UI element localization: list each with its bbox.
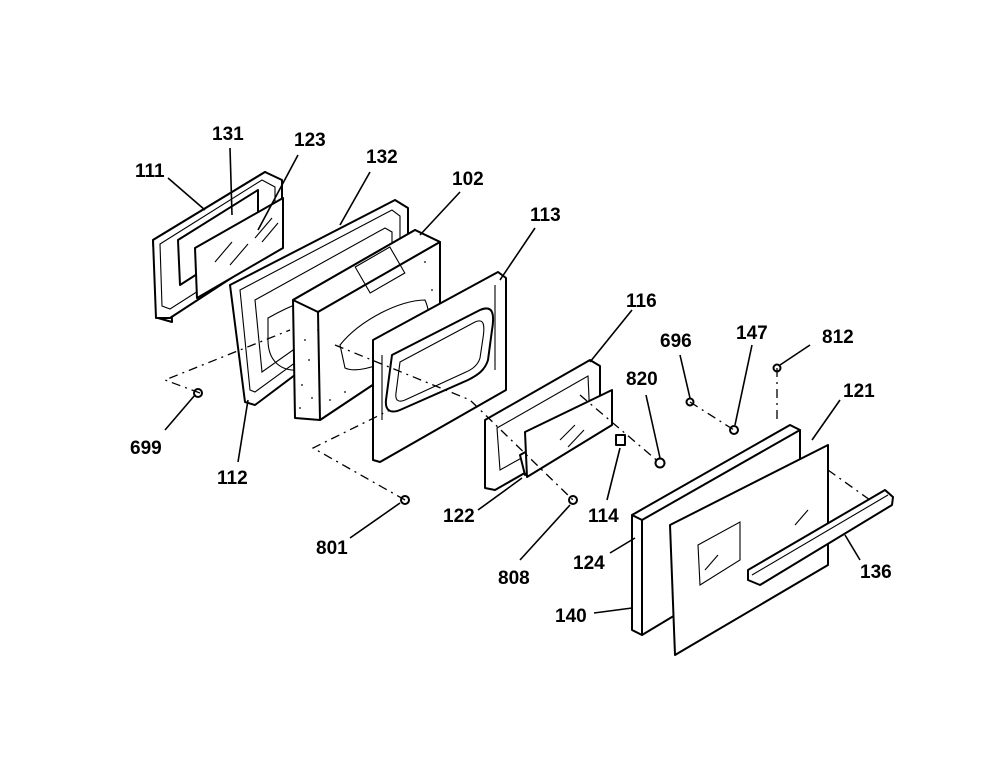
label-122: 122	[443, 506, 475, 527]
label-812: 812	[822, 327, 854, 348]
door-side-trim-part	[631, 514, 643, 636]
label-147: 147	[736, 323, 768, 344]
door-insulation-box	[292, 229, 441, 421]
label-808: 808	[498, 568, 530, 589]
screw-808-icon	[568, 495, 578, 505]
inner-panel-window	[384, 307, 495, 413]
part-labels: 111 131 123 132 102 113 116 696 147 812 …	[130, 124, 892, 627]
outer-glass-panel-part	[669, 444, 829, 656]
label-131: 131	[212, 124, 244, 145]
label-111: 111	[135, 161, 165, 182]
label-113: 113	[530, 205, 561, 226]
screw-820-icon	[654, 457, 666, 469]
label-136: 136	[860, 562, 892, 583]
label-102: 102	[452, 169, 484, 190]
label-116: 116	[626, 291, 657, 312]
label-820: 820	[626, 369, 658, 390]
label-123: 123	[294, 130, 326, 151]
inner-door-panel	[372, 271, 507, 463]
label-140: 140	[555, 606, 587, 627]
leader-lines	[164, 147, 861, 614]
alignment-lines	[163, 329, 871, 501]
screw-147-icon	[729, 425, 739, 435]
label-696: 696	[660, 331, 692, 352]
label-801: 801	[316, 538, 348, 559]
label-124: 124	[573, 553, 605, 574]
clip-114-icon	[615, 434, 626, 446]
outer-door-assembly	[631, 424, 894, 656]
label-132: 132	[366, 147, 398, 168]
window-pack	[484, 359, 613, 491]
label-699: 699	[130, 438, 162, 459]
label-112: 112	[217, 468, 248, 489]
label-114: 114	[588, 506, 619, 527]
label-121: 121	[843, 381, 875, 402]
